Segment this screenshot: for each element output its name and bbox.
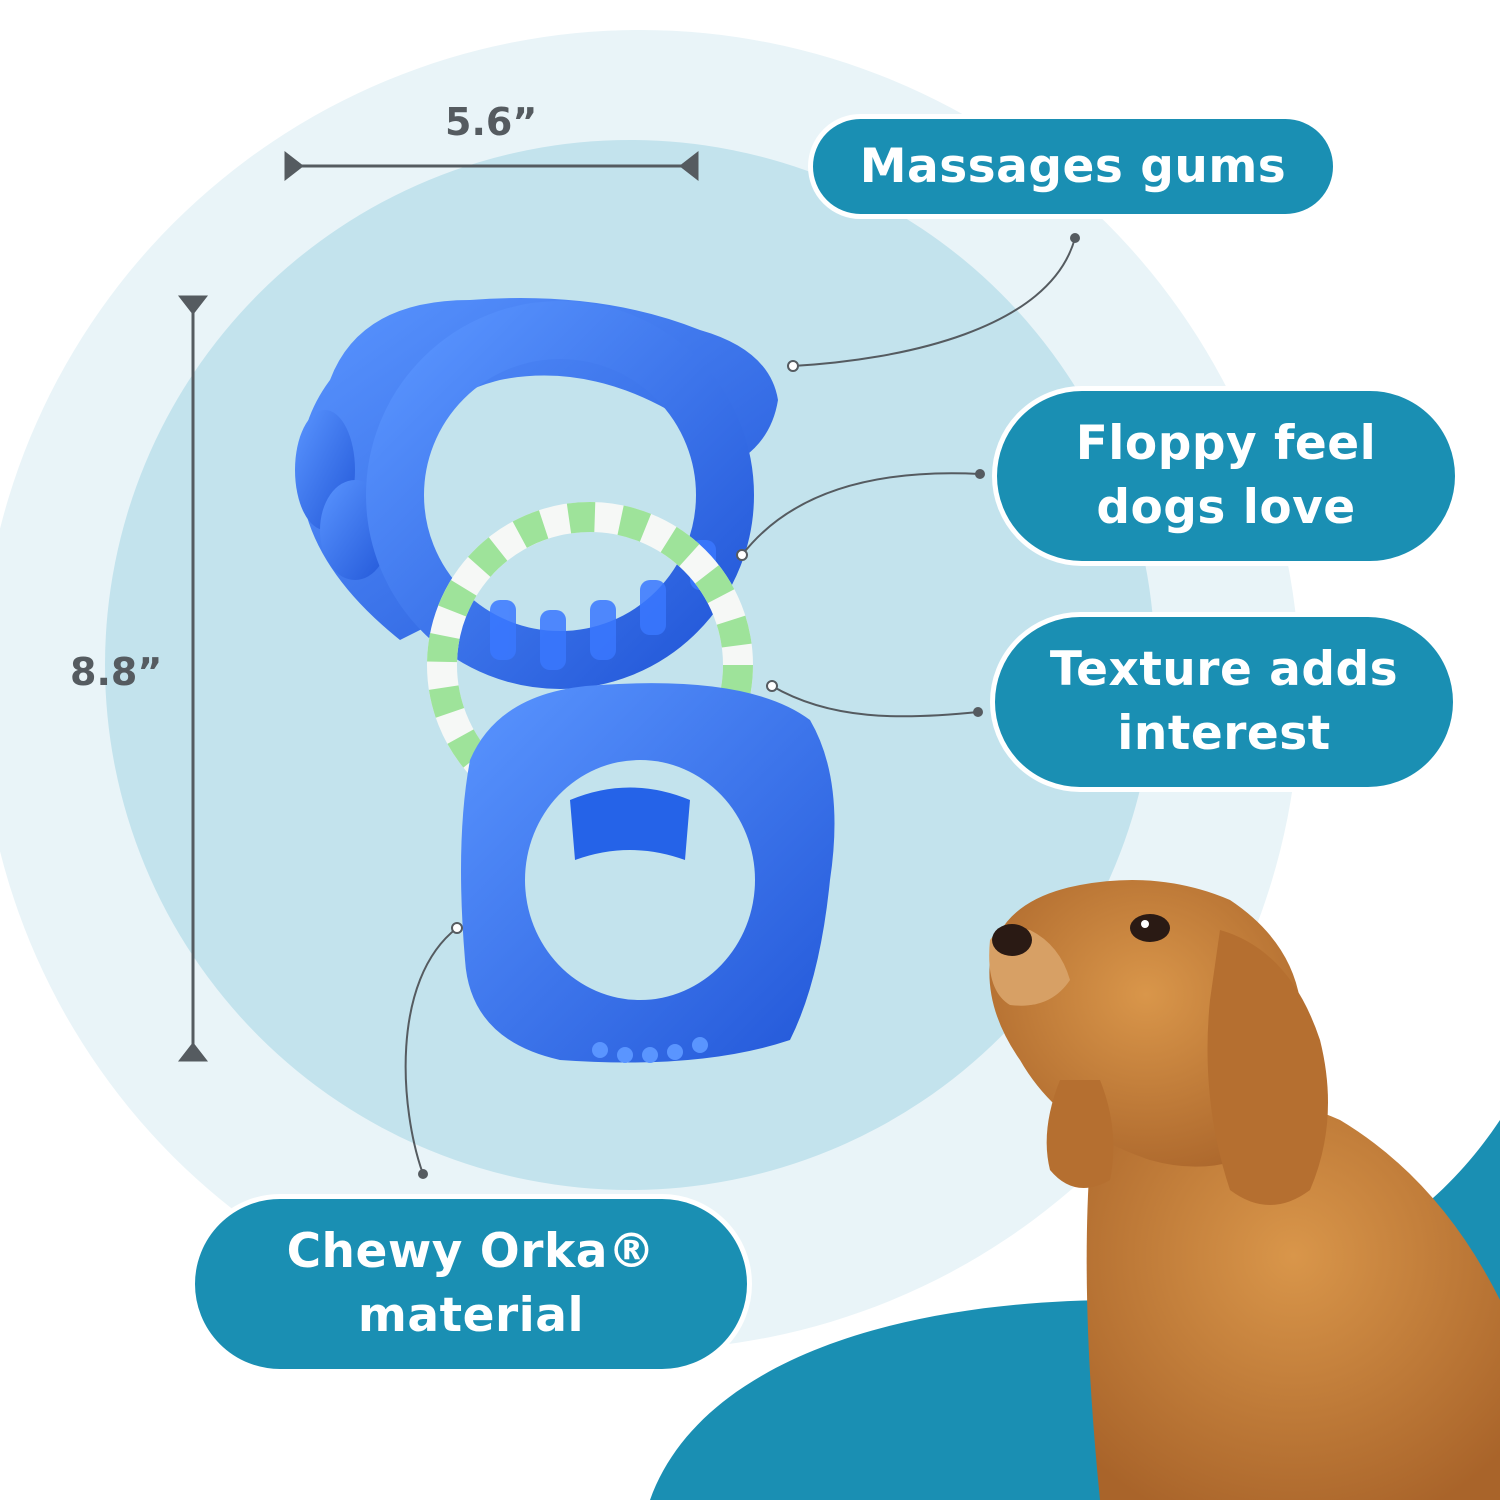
feature-material-line1: Chewy Orka® xyxy=(286,1224,656,1279)
height-dimension-label: 8.8” xyxy=(70,650,163,694)
feature-texture: Texture adds interest xyxy=(990,612,1458,792)
massages-connector xyxy=(792,237,1076,367)
material-connector xyxy=(404,927,458,1175)
feature-floppy-feel: Floppy feel dogs love xyxy=(992,386,1460,566)
feature-material: Chewy Orka® material xyxy=(190,1194,752,1374)
feature-massages-line1: Massages gums xyxy=(859,138,1287,194)
feature-texture-line1: Texture adds xyxy=(1049,642,1399,697)
texture-connector xyxy=(771,685,979,718)
feature-massages-gums: Massages gums xyxy=(808,114,1338,219)
width-arrow xyxy=(284,150,699,182)
feature-texture-line2: interest xyxy=(1117,706,1331,761)
height-arrow xyxy=(177,295,209,1062)
feature-floppy-line2: dogs love xyxy=(1096,480,1356,535)
width-dimension-label: 5.6” xyxy=(445,100,538,144)
floppy-connector xyxy=(741,472,981,556)
feature-floppy-line1: Floppy feel xyxy=(1075,416,1377,471)
feature-material-line2: material xyxy=(357,1288,585,1343)
